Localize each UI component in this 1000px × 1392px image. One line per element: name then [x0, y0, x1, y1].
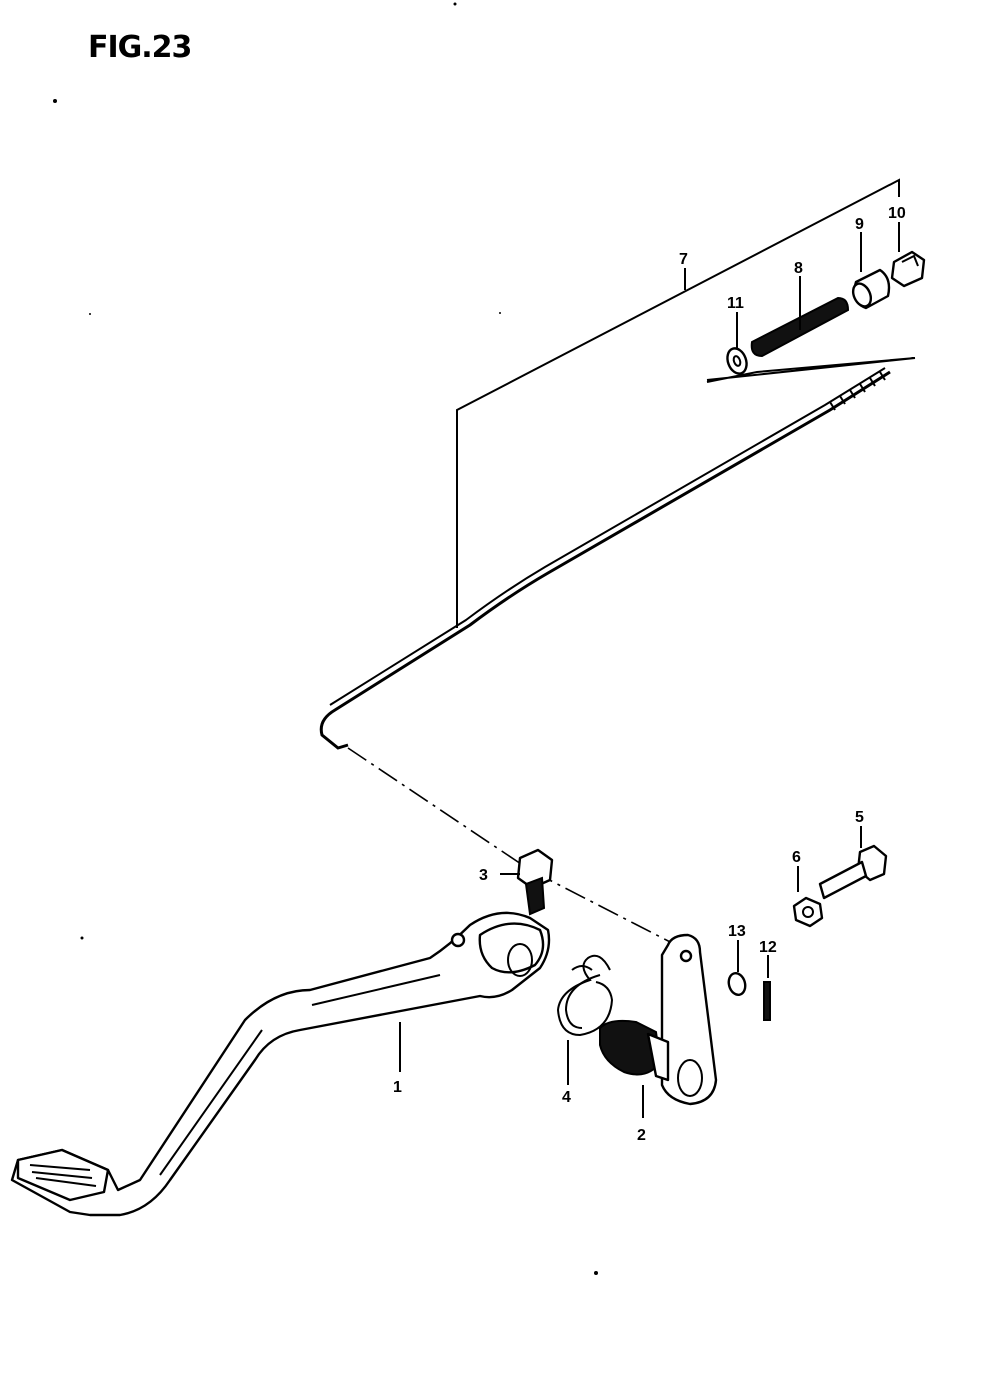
bolt-5 [818, 844, 888, 900]
rod-threads [829, 371, 886, 411]
collar [851, 268, 891, 310]
callout-10: 10 [888, 205, 906, 222]
washer-13 [727, 971, 747, 997]
callout-labels: 1 2 3 4 5 6 7 8 9 10 11 12 13 [393, 205, 906, 1144]
callout-4: 4 [562, 1089, 571, 1106]
callout-11: 11 [727, 295, 744, 312]
callout-13: 13 [728, 923, 746, 940]
callout-2: 2 [637, 1127, 646, 1144]
callout-9: 9 [855, 216, 864, 233]
callout-3: 3 [479, 867, 488, 884]
callout-leaders [399, 222, 900, 1118]
callout-1: 1 [393, 1079, 402, 1096]
callout-8: 8 [794, 260, 803, 277]
nut-6 [792, 896, 824, 928]
callout-6: 6 [792, 849, 801, 866]
cotter-pin [763, 981, 771, 1021]
callout-7: 7 [679, 251, 688, 268]
pedal-pinch-bolt [516, 848, 554, 916]
rod-break-line [706, 357, 916, 383]
washer-11 [726, 347, 748, 375]
scan-specks [53, 2, 598, 1275]
adjuster-nut [890, 250, 926, 288]
brake-pedal [10, 911, 551, 1217]
figure-title: FIG.23 [88, 30, 192, 65]
spring-clip [556, 954, 614, 1037]
callout-5: 5 [855, 809, 864, 826]
pedal-pad [16, 1148, 110, 1202]
callout-12: 12 [759, 939, 777, 956]
group-bracket-7 [456, 178, 900, 628]
brake-shaft-arm [599, 933, 718, 1106]
brake-rod [319, 367, 891, 750]
